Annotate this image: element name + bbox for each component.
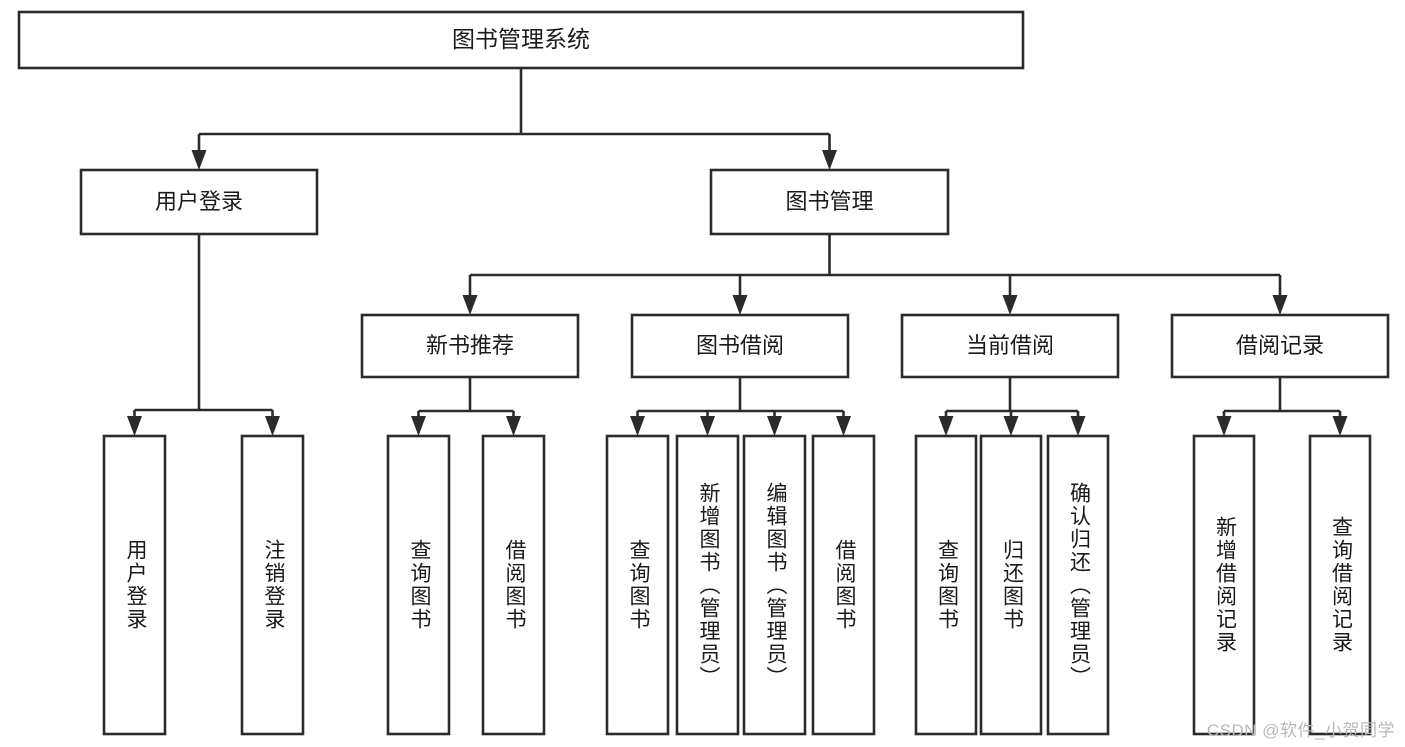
- node-leaf-3-rect: [481, 434, 546, 736]
- node-level3-2-rect: [900, 313, 1120, 379]
- node-level3-2-label: 当前借阅: [966, 333, 1054, 358]
- node-level2-1-rect: [709, 168, 950, 236]
- node-leaf-9[interactable]: [979, 434, 1043, 736]
- arrow-head-level3-1: [732, 295, 748, 315]
- arrow-head-leaf-12: [1332, 416, 1348, 436]
- arrow-head-leaf-3: [506, 416, 521, 436]
- arrow-head-leaf-0: [127, 416, 142, 436]
- node-leaf-7[interactable]: [811, 434, 876, 736]
- csdn-watermark: CSDN @软件_小贺同学: [1206, 721, 1395, 740]
- node-leaf-0[interactable]: [102, 434, 167, 736]
- arrow-head-level3-0: [462, 295, 478, 315]
- node-level2-0-label: 用户登录: [155, 189, 243, 214]
- node-leaf-11[interactable]: [1192, 434, 1256, 736]
- node-leaf-8-rect: [914, 434, 978, 736]
- node-leaf-4-rect: [605, 434, 670, 736]
- node-level3-0[interactable]: 新书推荐: [360, 313, 580, 379]
- node-leaf-0-rect: [102, 434, 167, 736]
- arrow-head-leaf-9: [1003, 416, 1019, 436]
- node-level2-1[interactable]: 图书管理: [709, 168, 950, 236]
- node-leaf-4[interactable]: [605, 434, 670, 736]
- node-level3-2[interactable]: 当前借阅: [900, 313, 1120, 379]
- node-leaf-11-rect: [1192, 434, 1256, 736]
- node-leaf-12-rect: [1308, 434, 1372, 736]
- node-level3-1[interactable]: 图书借阅: [630, 313, 850, 379]
- node-leaf-2[interactable]: [386, 434, 451, 736]
- node-level3-3-rect: [1170, 313, 1390, 379]
- node-root-label: 图书管理系统: [452, 26, 590, 52]
- node-leaf-10[interactable]: [1046, 434, 1110, 736]
- node-root-rect: [17, 10, 1025, 70]
- node-level2-1-label: 图书管理: [785, 189, 873, 214]
- arrow-head-leaf-5: [700, 416, 715, 436]
- arrow-head-level3-3: [1272, 295, 1288, 315]
- arrow-head-leaf-10: [1070, 416, 1086, 436]
- arrow-head-leaf-11: [1216, 416, 1232, 436]
- arrow-head-leaf-8: [938, 416, 954, 436]
- node-leaf-9-rect: [979, 434, 1043, 736]
- node-leaf-1[interactable]: [240, 434, 305, 736]
- node-leaf-10-rect: [1046, 434, 1110, 736]
- node-level3-1-label: 图书借阅: [696, 333, 784, 358]
- arrow-head-level2-0: [191, 150, 207, 170]
- node-leaf-5[interactable]: [675, 434, 740, 736]
- node-level3-3[interactable]: 借阅记录: [1170, 313, 1390, 379]
- arrow-head-leaf-4: [630, 416, 645, 436]
- arrow-head-leaf-2: [411, 416, 426, 436]
- node-leaf-1-rect: [240, 434, 305, 736]
- node-leaf-3[interactable]: [481, 434, 546, 736]
- node-leaf-6[interactable]: [742, 434, 807, 736]
- arrow-head-leaf-6: [767, 416, 782, 436]
- arrow-head-leaf-1: [265, 416, 280, 436]
- arrow-head-leaf-7: [836, 416, 851, 436]
- connector-layer: [127, 68, 1348, 436]
- node-leaf-6-rect: [742, 434, 807, 736]
- node-root[interactable]: 图书管理系统: [17, 10, 1025, 70]
- node-level3-1-rect: [630, 313, 850, 379]
- node-leaf-7-rect: [811, 434, 876, 736]
- node-level3-0-label: 新书推荐: [426, 333, 514, 358]
- node-level2-0[interactable]: 用户登录: [79, 168, 319, 236]
- node-leaf-2-rect: [386, 434, 451, 736]
- node-leaf-12[interactable]: [1308, 434, 1372, 736]
- arrow-head-level2-1: [822, 150, 837, 170]
- node-leaf-8[interactable]: [914, 434, 978, 736]
- node-level3-3-label: 借阅记录: [1236, 333, 1324, 358]
- node-level3-0-rect: [360, 313, 580, 379]
- node-level2-0-rect: [79, 168, 319, 236]
- node-leaf-5-rect: [675, 434, 740, 736]
- arrow-head-level3-2: [1002, 295, 1018, 315]
